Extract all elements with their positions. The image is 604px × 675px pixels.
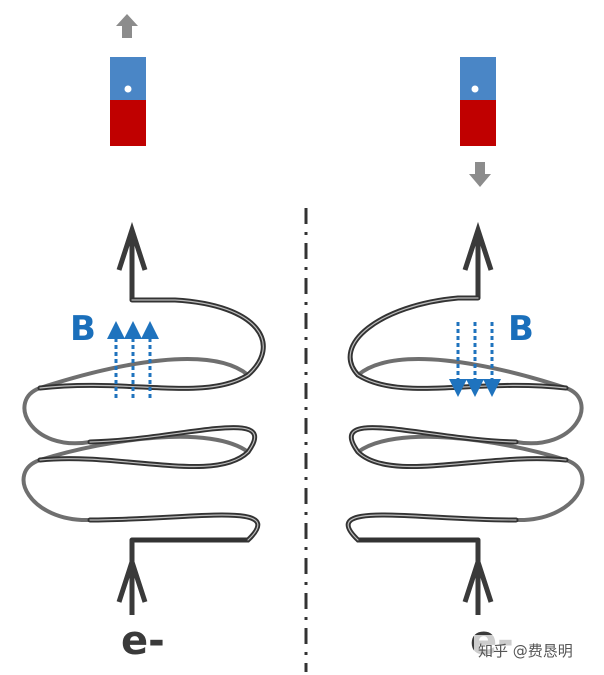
left-panel: B e- bbox=[21, 14, 266, 664]
current-arrowhead-top-icon bbox=[116, 221, 148, 271]
watermark: 知乎 @费恳明 bbox=[474, 635, 602, 663]
coil-highlight bbox=[39, 299, 264, 541]
field-label-left: B bbox=[70, 309, 96, 349]
current-arrowhead-bottom-icon bbox=[462, 553, 494, 603]
magnet-dot bbox=[471, 85, 479, 93]
magnet-dot bbox=[124, 85, 132, 93]
right-panel: B e- bbox=[345, 57, 585, 664]
bar-magnet-right bbox=[460, 57, 496, 146]
magnet-south-pole bbox=[110, 100, 146, 146]
magnet-motion-down-arrow-icon bbox=[469, 162, 491, 187]
field-label-right: B bbox=[508, 309, 534, 349]
coil-right bbox=[345, 295, 585, 543]
coil-left bbox=[21, 297, 266, 543]
magnet-north-pole bbox=[460, 57, 496, 100]
current-arrowhead-bottom-icon bbox=[116, 553, 148, 603]
magnet-north-pole bbox=[110, 57, 146, 100]
watermark-text: 知乎 @费恳明 bbox=[478, 642, 573, 660]
bar-magnet-left bbox=[110, 57, 146, 146]
current-arrowhead-top-icon bbox=[462, 221, 494, 271]
magnet-south-pole bbox=[460, 100, 496, 146]
electron-label-left: e- bbox=[121, 618, 165, 664]
magnet-motion-up-arrow-icon bbox=[116, 14, 138, 38]
field-arrows-up bbox=[107, 321, 159, 398]
field-arrows-down bbox=[449, 322, 501, 397]
